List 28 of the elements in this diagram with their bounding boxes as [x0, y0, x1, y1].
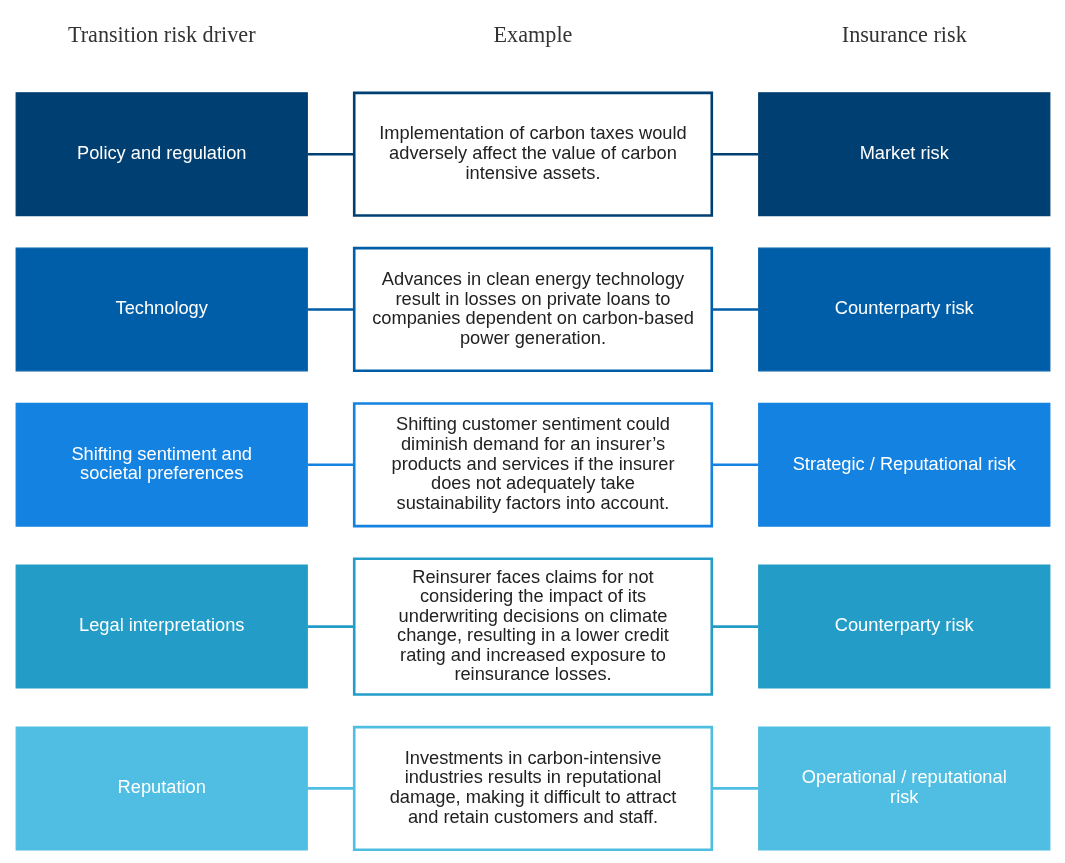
node-box: Technology	[15, 247, 308, 372]
label: Insurance risk	[841, 22, 967, 48]
node-box: Investments in carbon-intensive industries results in reputational damage, making it difficult to attract and retain customers and staff.	[352, 725, 713, 852]
connector	[711, 152, 758, 156]
connector	[307, 463, 354, 467]
connector	[711, 463, 758, 467]
node-box: Legal interpretations	[15, 564, 308, 689]
node-box: Counterparty risk	[757, 247, 1050, 372]
node-box: Shifting sentiment and societal preferences	[15, 402, 308, 527]
connector	[307, 308, 354, 311]
label: Example	[493, 22, 572, 48]
node-box: Implementation of carbon taxes would adversely affect the value of carbon intensive assets.	[352, 91, 713, 217]
node-box: Reputation	[15, 726, 308, 851]
connector	[711, 308, 758, 311]
node-box: Advances in clean energy technology result in losses on private loans to companies dependent on carbon-based power generation.	[352, 246, 713, 373]
node-box: Reinsurer faces claims for not considering the impact of its underwriting decisions on climate change, resulting in a lower credit rating and increased exposure to reinsurance losses.	[352, 557, 713, 696]
node-box: Counterparty risk	[757, 564, 1050, 689]
connector	[307, 625, 354, 628]
connector	[711, 787, 758, 790]
label: Transition risk driver	[67, 22, 256, 48]
connector	[711, 625, 758, 628]
node-box: Market risk	[757, 92, 1050, 217]
connector	[307, 152, 354, 156]
node-box: Policy and regulation	[15, 92, 308, 217]
node-box: Shifting customer sentiment could diminish demand for an insurer’s products and services if the insurer does not adequately take sustainability factors into account.	[352, 402, 713, 528]
node-box: Operational / reputational risk	[757, 726, 1050, 851]
connector	[307, 787, 354, 790]
node-box: Strategic / Reputational risk	[757, 402, 1050, 527]
